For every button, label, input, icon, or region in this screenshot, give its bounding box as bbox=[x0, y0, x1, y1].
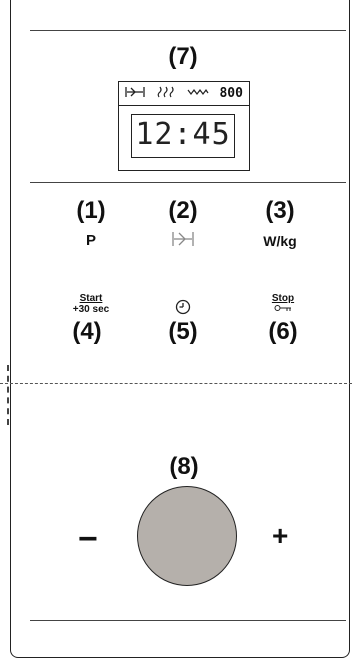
grill-icon bbox=[156, 86, 176, 101]
power-button[interactable]: P bbox=[85, 232, 96, 249]
start-plus30-label: +30 sec bbox=[72, 304, 110, 315]
label-8: (8) bbox=[169, 453, 199, 480]
minus-sign: − bbox=[78, 520, 98, 558]
start-button[interactable]: Start +30 sec bbox=[56, 293, 126, 315]
key-lock-icon bbox=[274, 304, 292, 315]
watt-readout: 800 bbox=[219, 86, 243, 101]
middle-divider bbox=[30, 182, 346, 183]
rotary-knob[interactable] bbox=[137, 486, 237, 586]
label-7: (7) bbox=[168, 43, 198, 70]
clock-button[interactable] bbox=[148, 299, 218, 320]
weight-button[interactable]: W/kg bbox=[263, 233, 297, 249]
label-4: (4) bbox=[72, 318, 102, 345]
label-6: (6) bbox=[268, 318, 298, 345]
start-label: Start bbox=[79, 293, 103, 304]
display-panel: 800 12:45 bbox=[118, 81, 250, 171]
display-status-row: 800 bbox=[119, 82, 249, 106]
defrost-button-icon bbox=[171, 232, 195, 252]
stop-label: Stop bbox=[271, 293, 295, 304]
label-5: (5) bbox=[168, 318, 198, 345]
dashed-separator bbox=[0, 383, 352, 384]
stop-button[interactable]: Stop bbox=[248, 293, 318, 315]
defrost-icon bbox=[125, 86, 145, 101]
plus-sign: + bbox=[272, 520, 289, 551]
microwave-icon bbox=[187, 86, 209, 101]
clock-icon bbox=[175, 299, 191, 319]
label-2: (2) bbox=[168, 197, 198, 224]
defrost-button[interactable] bbox=[148, 230, 218, 253]
left-edge-marker bbox=[7, 365, 9, 425]
time-readout: 12:45 bbox=[131, 114, 235, 158]
label-1: (1) bbox=[76, 197, 106, 224]
label-3: (3) bbox=[265, 197, 295, 224]
bottom-divider bbox=[30, 620, 346, 621]
top-divider bbox=[30, 30, 346, 31]
